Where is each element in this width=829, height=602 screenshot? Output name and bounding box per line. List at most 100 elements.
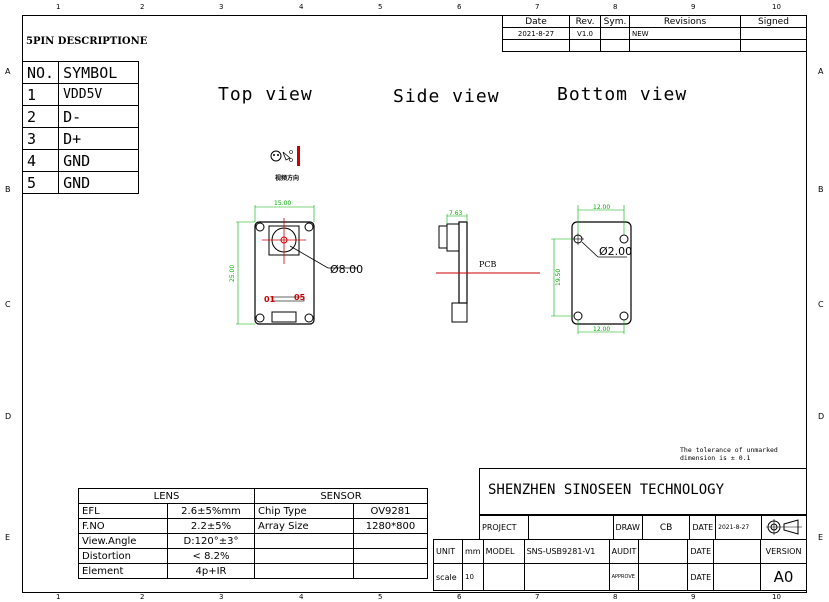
ruler-col-8: 8 [613, 593, 618, 601]
sensor-label [254, 548, 354, 564]
pin-no: 2 [21, 105, 60, 128]
date-label-2: DATE [687, 539, 715, 564]
ruler-row-a: A [818, 67, 824, 76]
ruler-row-d: D [5, 412, 12, 421]
ruler-row-d: D [818, 412, 825, 421]
table-row: Element 4p+IR [78, 563, 428, 579]
table-row: 5 GND [21, 171, 139, 194]
title-block-bottom: UNIT mm MODEL SNS-USB9281-V1 AUDIT DATE … [433, 539, 807, 591]
spec-value: < 8.2% [167, 548, 255, 564]
ruler-col-6: 6 [457, 3, 462, 11]
scale-label: scale [433, 563, 463, 591]
bottom-view-drawing [551, 205, 632, 334]
pcb-label: PCB [479, 260, 497, 269]
ruler-col-6: 6 [457, 593, 462, 601]
ruler-col-2: 2 [140, 3, 145, 11]
model-value: SNS-USB9281-V1 [523, 539, 610, 564]
ruler-row-e: E [5, 533, 11, 542]
table-row: 2 D- [21, 105, 139, 128]
ruler-col-7: 7 [535, 593, 540, 601]
top-diameter-dim: Ø8.00 [330, 263, 363, 276]
ruler-row-c: C [818, 300, 824, 309]
date-label-3: DATE [687, 563, 715, 591]
ruler-col-8: 8 [613, 3, 618, 11]
sensor-header: SENSOR [254, 488, 428, 504]
pin-no: 5 [21, 171, 60, 194]
side-width-dim: 7.63 [449, 210, 463, 217]
spec-label: Element [78, 563, 168, 579]
scale-value: 10 [462, 563, 484, 591]
draw-label: DRAW [612, 515, 643, 540]
ruler-col-4: 4 [299, 3, 304, 11]
project-value [527, 515, 614, 540]
ruler-col-2: 2 [140, 593, 145, 601]
sensor-value [353, 548, 428, 564]
sensor-value [353, 563, 428, 579]
side-view-drawing [436, 214, 540, 323]
approve-label: APPROVE [608, 563, 640, 591]
ruler-col-10: 10 [772, 593, 781, 601]
sensor-label: Array Size [254, 518, 354, 534]
ruler-row-e: E [818, 533, 824, 542]
company-block: SHENZHEN SINOSEEN TECHNOLOGY [479, 468, 807, 515]
table-row: F.NO 2.2±5% Array Size 1280*800 [78, 518, 428, 534]
ruler-col-4: 4 [299, 593, 304, 601]
spec-value: 2.6±5%mm [167, 503, 255, 519]
ruler-col-5: 5 [378, 593, 383, 601]
pin-start-label: 01 [264, 295, 276, 304]
tolerance-line-2: dimension is ± 0.1 [680, 454, 751, 462]
bottom-width-bottom-dim: 12.00 [593, 326, 610, 333]
video-direction-label: 视频方向 [275, 174, 299, 182]
video-direction-icon [270, 146, 300, 166]
sensor-label [254, 533, 354, 549]
top-view-drawing [236, 205, 358, 325]
pin-symbol: D- [58, 105, 139, 128]
ruler-col-7: 7 [535, 3, 540, 11]
sensor-value [353, 533, 428, 549]
ruler-col-1: 1 [56, 3, 61, 11]
ruler-col-1: 1 [56, 593, 61, 601]
title-block-top: PROJECT DRAW CB DATE 2021-8-27 [479, 515, 807, 540]
pin-table-title: 5PIN DESCRIPTIONE [26, 36, 148, 47]
date-label-1: DATE [689, 515, 717, 540]
tolerance-line-1: The tolerance of unmarked [680, 446, 778, 454]
lens-header: LENS [78, 488, 255, 504]
bottom-diameter-dim: Ø2.00 [599, 245, 632, 258]
sensor-label: Chip Type [254, 503, 354, 519]
table-row: EFL 2.6±5%mm Chip Type OV9281 [78, 503, 428, 519]
model-label: MODEL [482, 539, 525, 564]
top-height-dim: 25.00 [229, 265, 236, 282]
revision-table: Date Rev. Sym. Revisions Signed 2021-8-2… [502, 15, 807, 52]
ruler-col-10: 10 [772, 3, 781, 11]
pin-end-label: 05 [294, 293, 306, 302]
pin-symbol: GND [58, 149, 139, 172]
pin-no: 1 [21, 83, 60, 106]
spec-label: EFL [78, 503, 168, 519]
pin-table: NO. SYMBOL 1 VDD5V 2 D- 3 D+ 4 GND 5 GND [21, 61, 139, 194]
table-row: 1 VDD5V [21, 83, 139, 106]
tolerance-note: The tolerance of unmarked dimension is ±… [680, 446, 778, 462]
ruler-col-3: 3 [219, 3, 224, 11]
spec-value: 4p+IR [167, 563, 255, 579]
drawing-frame [22, 15, 807, 593]
audit-label: AUDIT [608, 539, 640, 564]
sensor-value: 1280*800 [353, 518, 428, 534]
ruler-col-3: 3 [219, 593, 224, 601]
spec-value: D:120°±3° [167, 533, 255, 549]
bottom-view-title: Bottom view [557, 84, 688, 105]
table-row: 4 GND [21, 149, 139, 172]
sensor-label [254, 563, 354, 579]
table-row: Distortion < 8.2% [78, 548, 428, 564]
spec-table: LENS SENSOR EFL 2.6±5%mm Chip Type OV928… [78, 488, 428, 579]
top-width-dim: 15.00 [274, 200, 291, 207]
ruler-col-5: 5 [378, 3, 383, 11]
spec-label: View.Angle [78, 533, 168, 549]
side-view-title: Side view [393, 86, 500, 107]
ruler-row-b: B [5, 185, 11, 194]
project-label: PROJECT [479, 515, 529, 540]
ruler-row-a: A [5, 67, 11, 76]
ruler-row-c: C [5, 300, 11, 309]
spec-value: 2.2±5% [167, 518, 255, 534]
unit-value: mm [462, 539, 484, 564]
